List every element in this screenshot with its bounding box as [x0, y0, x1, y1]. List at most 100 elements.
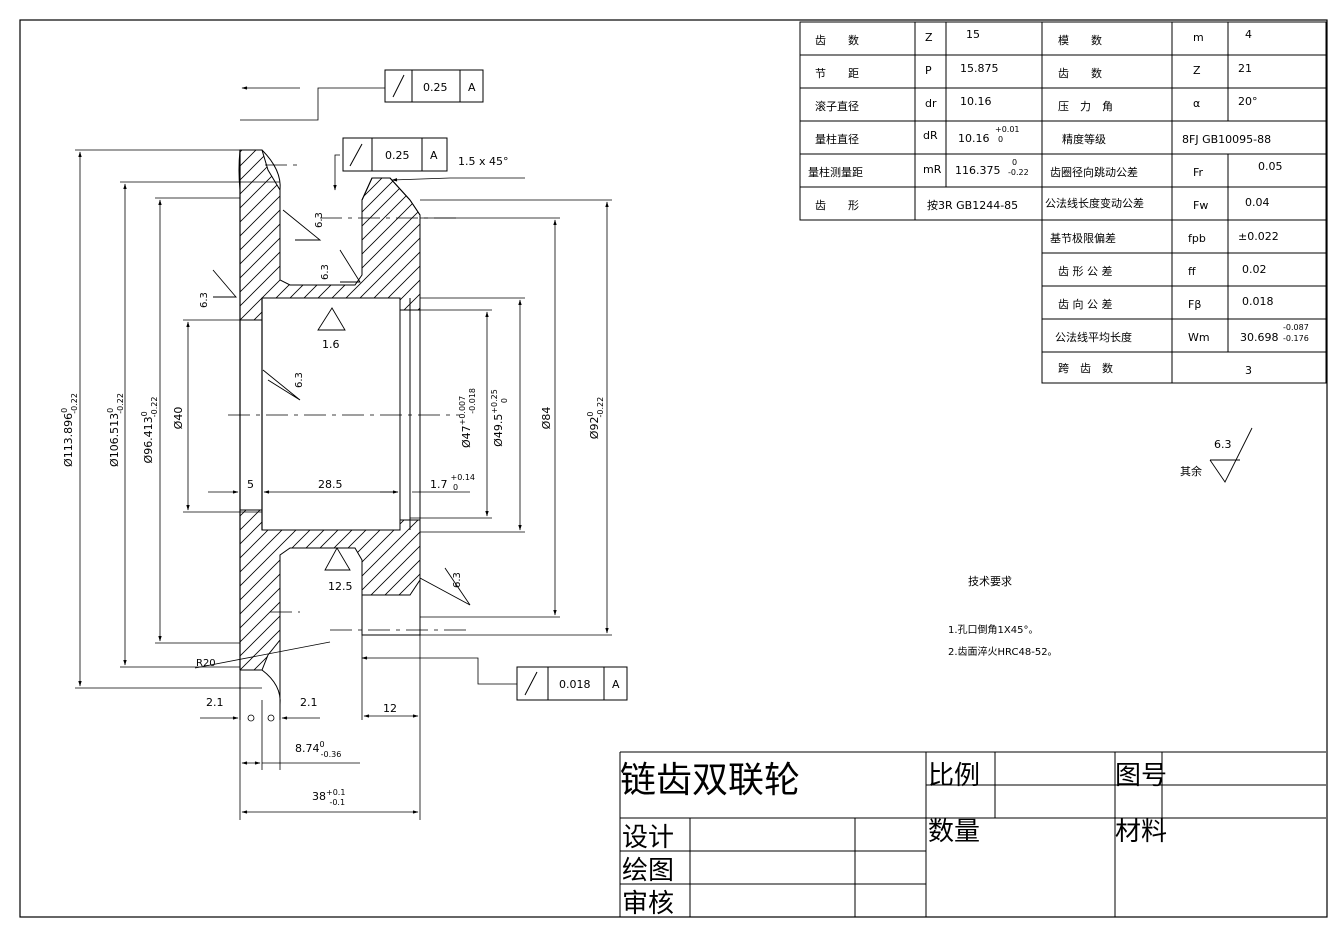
- pr-val-7: 0.02: [1242, 263, 1267, 276]
- fcf1-datum: A: [468, 81, 476, 94]
- dim-len12: 12: [383, 702, 397, 715]
- pl-val-3: 10.16: [958, 132, 990, 145]
- fcf3-value: 0.018: [559, 678, 591, 691]
- pr-sym-4: Fr: [1193, 166, 1204, 179]
- drawing-texts: 0.25 A 0.25 A 0.018 A 1.5 x 45° 6.3 6.3 …: [60, 81, 1232, 807]
- roughness-r6: 12.5: [328, 580, 353, 593]
- pr-val-5: 0.04: [1245, 196, 1270, 209]
- hatch-upper-hub: [239, 149, 421, 321]
- pr-sym-6: fpb: [1188, 232, 1206, 245]
- pl-name-1: 节 距: [815, 67, 859, 80]
- pr-merged-3: 8FJ GB10095-88: [1182, 133, 1271, 146]
- section-view: [228, 149, 470, 720]
- dim-d106: Ø106.5130-0.22: [106, 393, 125, 467]
- pl-name-2: 滚子直径: [815, 99, 859, 113]
- pl-name-4: 量柱测量距: [808, 165, 863, 179]
- pr-sym-0: m: [1193, 31, 1204, 44]
- dim-d40: Ø40: [172, 407, 185, 430]
- roughness-r7: 6.3: [452, 572, 463, 588]
- pl-merged-5: 按3R GB1244-85: [927, 198, 1018, 212]
- pr-val-6: ±0.022: [1238, 230, 1279, 243]
- dimensions: [75, 86, 612, 820]
- pl-val-1: 15.875: [960, 62, 999, 75]
- pr-toldn-9: -0.176: [1283, 334, 1309, 343]
- drawing-border: [19, 19, 1328, 918]
- pr-val-1: 21: [1238, 62, 1252, 75]
- dim-d84: Ø84: [540, 407, 553, 430]
- pr-sym-7: ff: [1188, 265, 1196, 278]
- pl-sym-1: P: [925, 64, 932, 77]
- fcf2-datum: A: [430, 149, 438, 162]
- roughness-r5: 6.3: [294, 372, 305, 388]
- pr-sym-5: Fw: [1193, 199, 1208, 212]
- pr-name-1: 齿 数: [1058, 67, 1102, 80]
- pl-val-2: 10.16: [960, 95, 992, 108]
- pr-name-9: 公法线平均长度: [1055, 330, 1132, 344]
- pl-name-3: 量柱直径: [815, 132, 859, 146]
- dim-d96: Ø96.4130-0.22: [140, 397, 159, 464]
- pr-name-2: 压 力 角: [1058, 100, 1113, 113]
- fcf1-value: 0.25: [423, 81, 448, 94]
- pr-name-3: 精度等级: [1062, 132, 1106, 146]
- pr-val-4: 0.05: [1258, 160, 1283, 173]
- pl-name-0: 齿 数: [815, 34, 859, 47]
- notes-title: 技术要求: [968, 575, 1012, 588]
- pr-val-0: 4: [1245, 28, 1252, 41]
- dim-len874: 8.740-0.36: [295, 740, 341, 759]
- pr-name-8: 齿 向 公 差: [1058, 297, 1113, 311]
- pl-tolup-4: 0: [1012, 158, 1017, 167]
- pr-val-9: 30.698: [1240, 331, 1279, 344]
- dim-d49: Ø49.5+0.250: [490, 389, 509, 447]
- pl-sym-2: dr: [925, 97, 937, 110]
- roughness-symbols: [212, 209, 1253, 606]
- pr-name-4: 齿圈径向跳动公差: [1050, 165, 1138, 179]
- roughness-r1: 6.3: [314, 212, 325, 228]
- pr-name-10: 跨 齿 数: [1058, 362, 1113, 375]
- dim-len5: 5: [247, 478, 254, 491]
- pr-sym-8: Fβ: [1188, 298, 1201, 311]
- surface-rest-label: 其余: [1180, 464, 1202, 478]
- dim-d113: Ø113.8960-0.22: [60, 393, 79, 467]
- ratio-label: 比例: [928, 761, 980, 791]
- part-name: 链齿双联轮: [620, 760, 800, 801]
- pl-name-5: 齿 形: [815, 199, 859, 212]
- pl-sym-0: Z: [925, 31, 933, 44]
- pl-sym-4: mR: [923, 163, 942, 176]
- pl-val-4: 116.375: [955, 164, 1001, 177]
- pl-toldn-4: -0.22: [1008, 168, 1029, 177]
- dim-r20: R20: [196, 658, 216, 669]
- pr-val-8: 0.018: [1242, 295, 1274, 308]
- pl-sym-3: dR: [923, 129, 938, 142]
- pl-tolup-3: +0.01: [995, 125, 1020, 134]
- dim-len38: 38+0.1-0.1: [312, 788, 345, 807]
- pr-sym-9: Wm: [1188, 331, 1210, 344]
- pr-sym-2: α: [1193, 97, 1200, 110]
- dim-d92: Ø920-0.22: [586, 397, 605, 439]
- params-table-right: [1041, 21, 1327, 384]
- dim-len28: 28.5: [318, 478, 343, 491]
- draw-label: 绘图: [622, 856, 674, 886]
- material-label: 材料: [1115, 817, 1167, 847]
- note-2: 2.齿面淬火HRC48-52。: [948, 645, 1058, 658]
- fcf2-value: 0.25: [385, 149, 410, 162]
- title-block: [619, 751, 1326, 917]
- review-label: 审核: [622, 889, 674, 919]
- drawing-no-label: 图号: [1115, 761, 1167, 791]
- pr-name-5: 公法线长度变动公差: [1045, 196, 1144, 210]
- chamfer-label: 1.5 x 45°: [458, 155, 509, 168]
- params-right-text: 模 数 m 4 齿 数 Z 21 压 力 角 α 20° 精度等级 8FJ GB…: [1045, 28, 1309, 377]
- pl-val-0: 15: [966, 28, 980, 41]
- fcf-boxes: [342, 69, 628, 701]
- qty-label: 数量: [928, 817, 980, 847]
- pr-val-2: 20°: [1238, 95, 1258, 108]
- params-left-text: 齿 数 Z 15 节 距 P 15.875 滚子直径 dr 10.16 量柱直径…: [808, 28, 1029, 212]
- dim-w21b: 2.1: [300, 696, 318, 709]
- pr-name-7: 齿 形 公 差: [1058, 264, 1113, 278]
- roughness-r2: 6.3: [320, 264, 331, 280]
- title-block-text: 链齿双联轮 比例 数量 图号 材料 设计 绘图 审核: [620, 760, 1167, 919]
- pr-sym-1: Z: [1193, 64, 1201, 77]
- design-label: 设计: [622, 823, 674, 853]
- dim-w21a: 2.1: [206, 696, 224, 709]
